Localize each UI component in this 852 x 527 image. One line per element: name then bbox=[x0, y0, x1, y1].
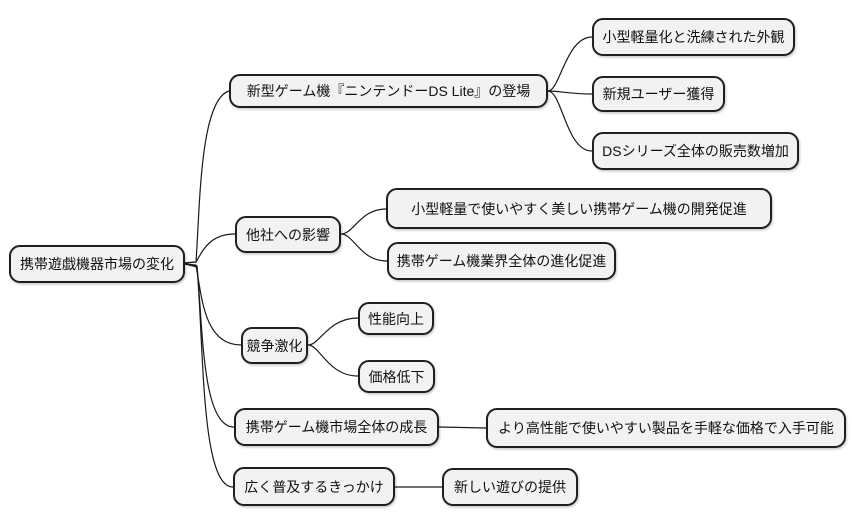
node-branch4: 携帯ゲーム機市場全体の成長 bbox=[234, 408, 439, 446]
edge-root-branch2 bbox=[184, 233, 236, 264]
edge-branch2-child1 bbox=[340, 208, 387, 235]
node-branch5: 広く普及するきっかけ bbox=[233, 467, 395, 506]
node-branch3-child1: 性能向上 bbox=[358, 302, 434, 335]
node-branch1-child2: 新規ユーザー獲得 bbox=[592, 76, 725, 112]
edge-branch1-child3 bbox=[547, 90, 593, 152]
node-root: 携帯遊戯機器市場の変化 bbox=[9, 245, 185, 283]
node-branch4-child1: より高性能で使いやすい製品を手軽な価格で入手可能 bbox=[486, 408, 846, 448]
edge-root-branch3 bbox=[184, 263, 242, 346]
edge-branch1-child1 bbox=[547, 36, 593, 92]
edge-branch3-child2 bbox=[307, 344, 359, 377]
edge-branch3-child1 bbox=[307, 317, 359, 346]
node-branch2-child1: 小型軽量で使いやすく美しい携帯ゲーム機の開発促進 bbox=[386, 188, 772, 229]
edge-branch1-child2 bbox=[547, 90, 593, 95]
edge-root-branch5 bbox=[184, 263, 234, 488]
node-branch3-child2: 価格低下 bbox=[358, 360, 435, 393]
edge-branch4-child1 bbox=[438, 426, 487, 429]
node-branch1-child3: DSシリーズ全体の販売数増加 bbox=[592, 132, 799, 170]
node-branch2: 他社への影響 bbox=[235, 216, 341, 253]
edge-root-branch1 bbox=[184, 90, 230, 264]
edge-root-branch4 bbox=[184, 263, 235, 428]
node-branch1: 新型ゲーム機『ニンテンドーDS Lite』の登場 bbox=[229, 74, 548, 108]
edge-branch2-child2 bbox=[340, 233, 388, 262]
node-branch3: 競争激化 bbox=[241, 327, 308, 364]
node-branch2-child2: 携帯ゲーム機業界全体の進化促進 bbox=[387, 242, 616, 280]
node-branch1-child1: 小型軽量化と洗練された外観 bbox=[592, 18, 795, 56]
node-branch5-child1: 新しい遊びの提供 bbox=[442, 468, 578, 506]
